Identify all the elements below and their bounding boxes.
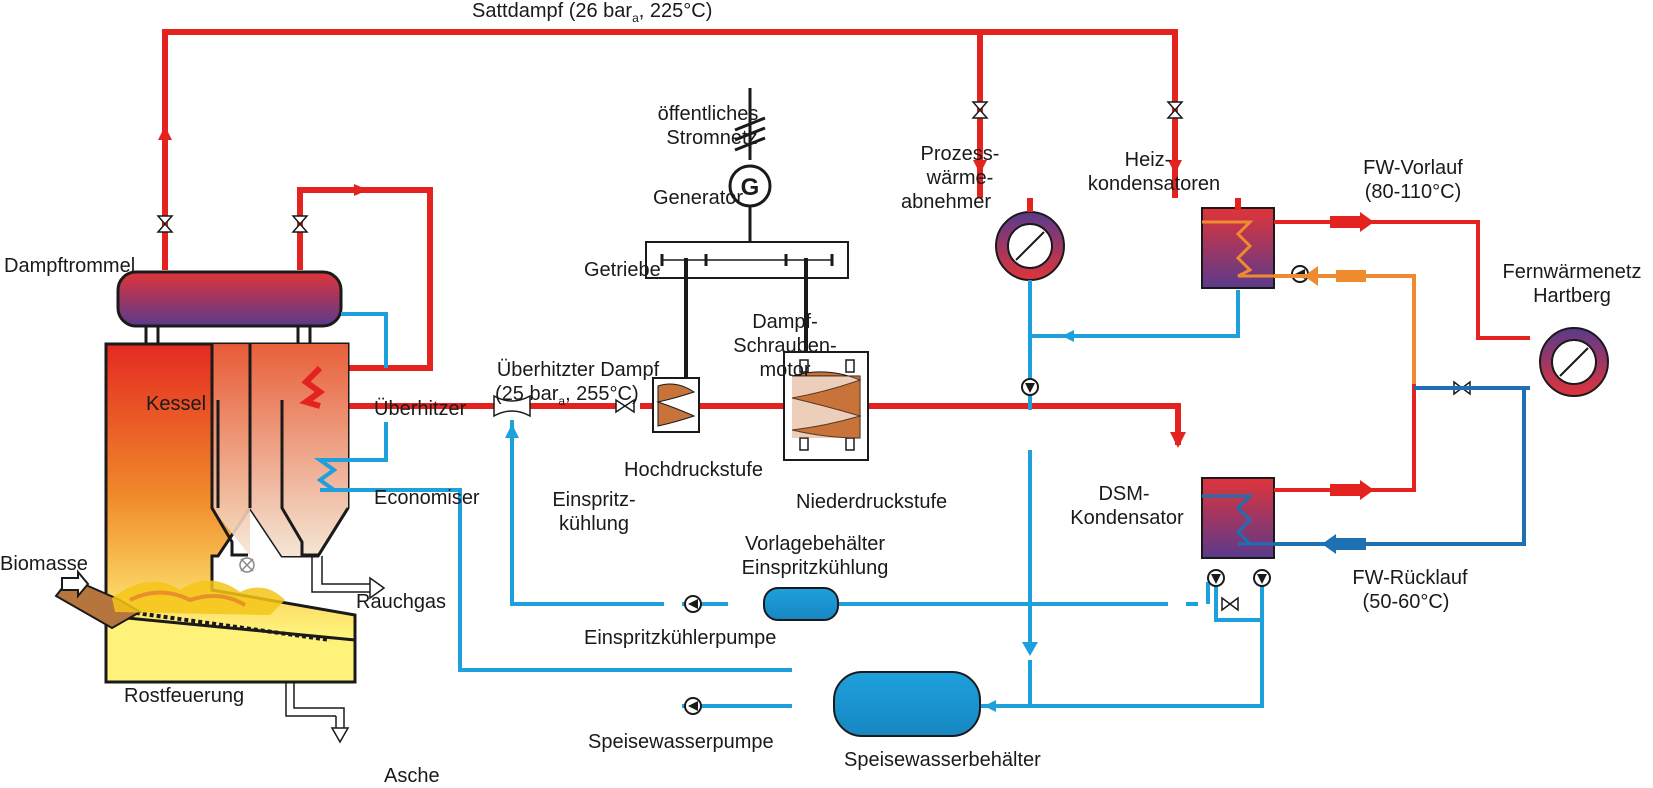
valve-icon xyxy=(156,101,1184,414)
label-screw-motor-line2: Schrauben- xyxy=(733,335,836,357)
feedwater-tank xyxy=(833,671,981,737)
district-heating-orange xyxy=(1274,266,1416,384)
label-injection-line2: kühlung xyxy=(559,513,629,535)
label-injection-tank-line1: Vorlagebehälter xyxy=(745,533,885,555)
label-high-pressure-stage: Hochdruckstufe xyxy=(624,459,763,481)
label-district-heating-line2: Hartberg xyxy=(1533,285,1611,307)
label-fw-return-line1: FW-Rücklauf xyxy=(1352,567,1468,589)
district-heating-supply xyxy=(1274,212,1530,500)
label-fw-supply-line1: FW-Vorlauf xyxy=(1363,157,1463,179)
heating-condenser xyxy=(1201,207,1275,289)
label-dsm-condenser-line1: DSM- xyxy=(1098,483,1149,505)
label-economiser: Economiser xyxy=(374,487,480,509)
label-injection-pump: Einspritzkühlerpumpe xyxy=(584,627,776,649)
boiler xyxy=(54,342,357,684)
label-injection-tank-line2: Einspritzkühlung xyxy=(742,557,889,579)
label-ash: Asche xyxy=(384,765,440,787)
generator-icon: G xyxy=(728,164,772,260)
label-saturated-steam: Sattdampf (26 bara, 225°C) xyxy=(472,0,712,25)
label-low-pressure-stage: Niederdruckstufe xyxy=(796,491,947,513)
label-heating-condenser-line1: Heiz- xyxy=(1125,149,1172,171)
label-process-line1: Prozess- xyxy=(921,143,1000,165)
process-heat-consumer xyxy=(995,198,1065,320)
flue-gas-outlet xyxy=(311,556,386,600)
label-feedwater-pump: Speisewasserpumpe xyxy=(588,731,774,753)
label-heating-condenser-line2: kondensatoren xyxy=(1088,173,1220,195)
label-biomass: Biomasse xyxy=(0,553,88,575)
steam-drum xyxy=(116,270,388,368)
feedwater-line xyxy=(682,290,1264,712)
label-district-heating-line1: Fernwärmenetz xyxy=(1503,261,1642,283)
label-grid-line1: öffentliches xyxy=(658,103,759,125)
label-fw-supply-line2: (80-110°C) xyxy=(1365,181,1462,203)
label-feedwater-tank: Speisewasserbehälter xyxy=(844,749,1041,771)
injection-mixer-icon xyxy=(493,394,531,418)
generator-symbol: G xyxy=(741,174,760,201)
label-fw-return-line2: (50-60°C) xyxy=(1363,591,1450,613)
label-gearbox: Getriebe xyxy=(584,259,661,281)
district-heating-network xyxy=(1539,327,1609,397)
district-heating-return xyxy=(1274,386,1530,554)
superheater-coil xyxy=(299,365,326,409)
label-flue-gas: Rauchgas xyxy=(356,591,446,613)
label-process-line3: abnehmer xyxy=(901,191,991,213)
power-grid xyxy=(734,88,766,160)
label-screw-motor-line1: Dampf- xyxy=(752,311,818,333)
biomass-arrow-icon xyxy=(61,569,90,599)
high-pressure-stage xyxy=(652,377,700,433)
label-superheated-steam-line1: Überhitzter Dampf xyxy=(497,359,660,381)
label-boiler: Kessel xyxy=(146,393,206,415)
injection-cooling-tank xyxy=(763,587,839,621)
ash-outlet xyxy=(285,682,350,744)
dsm-condenser xyxy=(1201,477,1275,559)
label-generator: Generator xyxy=(653,187,743,209)
label-injection-line1: Einspritz- xyxy=(552,489,635,511)
label-steam-drum: Dampftrommel xyxy=(4,255,135,277)
label-dsm-condenser-line2: Kondensator xyxy=(1070,507,1184,529)
rotary-valve-icon xyxy=(239,557,255,573)
label-superheated-steam-line2: (25 bara, 255°C) xyxy=(495,383,639,408)
injection-cooling-line xyxy=(505,420,1198,606)
label-screw-motor-line3: motor xyxy=(759,359,810,381)
label-grid-line2: Stromnetz xyxy=(666,127,757,149)
economiser xyxy=(313,422,792,672)
low-pressure-stage xyxy=(783,351,869,461)
label-grate-firing: Rostfeuerung xyxy=(124,685,244,707)
label-superheater: Überhitzer xyxy=(374,398,467,420)
label-process-line2: wärme- xyxy=(926,167,994,189)
gearbox xyxy=(645,241,849,392)
